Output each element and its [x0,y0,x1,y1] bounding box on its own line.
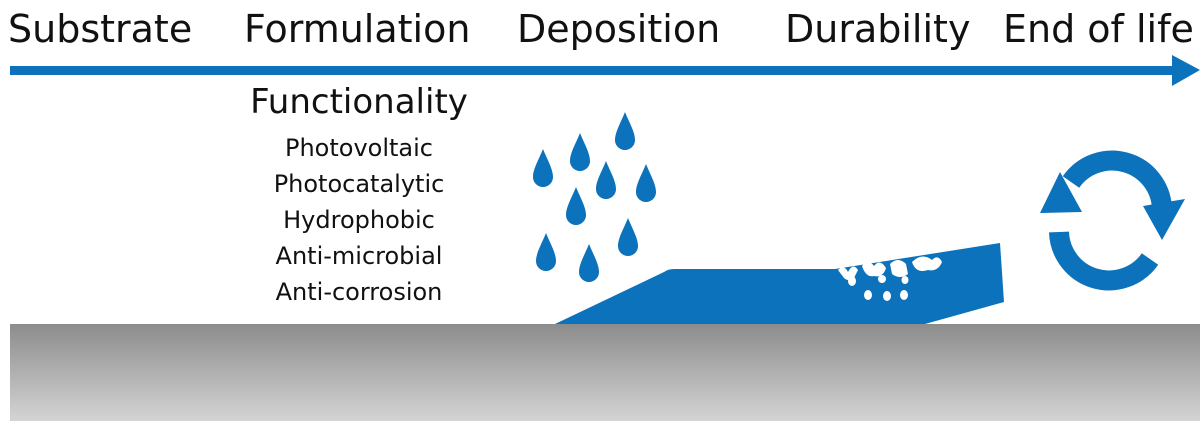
timeline-arrow [10,55,1200,86]
functionality-heading: Functionality [250,82,468,122]
substrate-block [10,324,1200,421]
recycle-arrows-icon [1040,150,1185,291]
functionality-item-anti-corrosion: Anti-corrosion [275,278,443,307]
stage-label-substrate: Substrate [8,7,193,51]
coating-layer [555,243,1004,324]
functionality-item-hydrophobic: Hydrophobic [283,206,435,235]
stage-label-formulation: Formulation [244,7,471,51]
stage-label-deposition: Deposition [517,7,721,51]
raindrop-icon [533,112,656,282]
functionality-list: Photovoltaic Photocatalytic Hydrophobic … [236,130,482,310]
coating-degradation [838,256,942,301]
functionality-block: Functionality Photovoltaic Photocatalyti… [236,80,482,310]
functionality-item-photocatalytic: Photocatalytic [273,170,445,199]
functionality-item-photovoltaic: Photovoltaic [285,134,433,163]
stage-label-durability: Durability [785,7,971,51]
functionality-item-anti-microbial: Anti-microbial [275,242,443,271]
stage-label-end-of-life: End of life [1003,7,1194,51]
